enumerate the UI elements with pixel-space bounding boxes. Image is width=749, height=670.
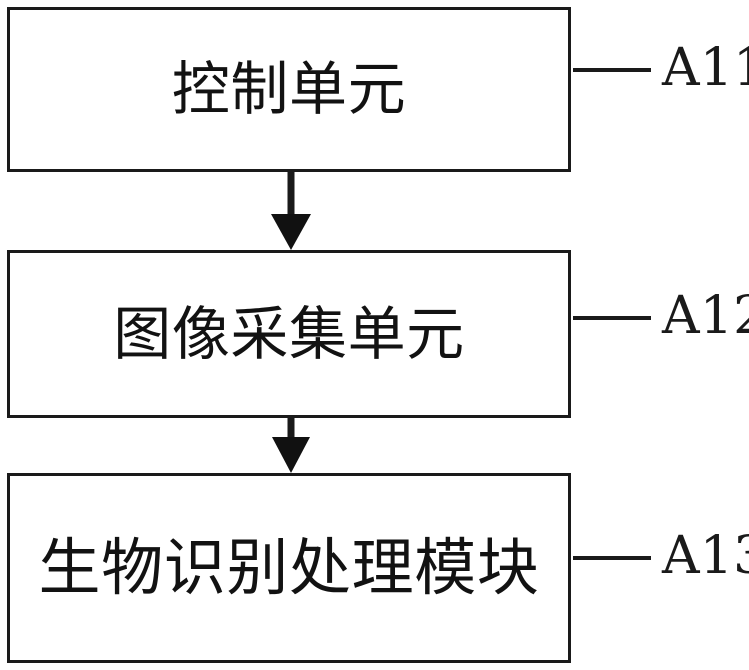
leader-line-a13 — [573, 556, 651, 560]
leader-line-a11 — [573, 68, 651, 72]
ref-label-a12: A12 — [662, 286, 749, 346]
arrow-control-to-capture — [271, 170, 311, 250]
block-image-capture-unit: 图像采集单元 — [7, 250, 571, 418]
block-control-unit: 控制单元 — [7, 7, 571, 172]
block-image-capture-unit-label: 图像采集单元 — [113, 299, 465, 368]
block-biometric-recognition-processing-module-label: 生物识别处理模块 — [38, 531, 540, 605]
arrow-capture-to-biorecog — [272, 416, 310, 473]
leader-line-a12 — [573, 316, 651, 320]
block-control-unit-label: 控制单元 — [171, 55, 407, 124]
ref-label-a13: A13 — [662, 526, 749, 586]
ref-label-a11: A11 — [662, 38, 749, 98]
block-biometric-recognition-processing-module: 生物识别处理模块 — [7, 473, 571, 663]
